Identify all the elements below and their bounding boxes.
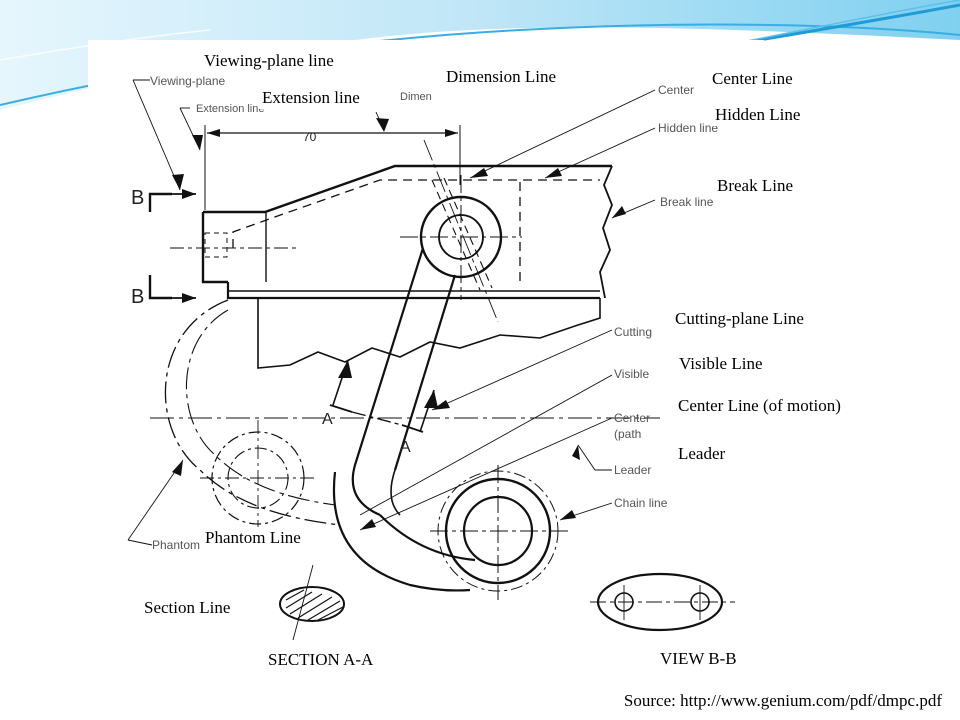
label-center-line: Center Line: [708, 68, 797, 90]
label-dimension-line: Dimension Line: [442, 66, 561, 88]
source-citation: Source: http://www.genium.com/pdf/dmpc.p…: [617, 690, 948, 712]
view-letter-bottom: B: [131, 286, 144, 308]
orig-cutting-text: Cutting: [614, 325, 652, 339]
orig-leader-text: Leader: [614, 463, 651, 477]
orig-phantom-text: Phantom: [152, 538, 200, 552]
label-hidden-line: Hidden Line: [711, 104, 805, 126]
orig-hidden-text: Hidden line: [658, 121, 718, 135]
label-break-line: Break Line: [713, 175, 797, 197]
body-top-outline: [203, 164, 612, 214]
section-letter-right: A: [400, 439, 411, 456]
break-line-right: [599, 165, 613, 299]
orig-extension-text: Extension line: [196, 103, 265, 115]
drawing-panel: [88, 40, 764, 690]
section-letter-left: A: [322, 411, 333, 428]
label-visible-line: Visible Line: [675, 353, 767, 375]
orig-center-text: Center: [658, 83, 694, 97]
orig-visible-text: Visible: [614, 367, 649, 381]
label-leader: Leader: [674, 443, 730, 465]
hidden-line: [232, 179, 600, 248]
label-section-aa: SECTION A-A: [264, 649, 378, 671]
arm-right-edge: [393, 274, 457, 471]
orig-center-path-text-1: Center: [614, 411, 650, 425]
label-section-line: Section Line: [140, 597, 235, 619]
label-extension-line: Extension line: [258, 87, 364, 109]
label-view-bb: VIEW B-B: [656, 648, 741, 670]
break-line-lower: [257, 298, 601, 369]
orig-center-path-text-2: (path: [614, 427, 641, 441]
dimension-value: 70: [303, 130, 317, 144]
orig-break-text: Break line: [660, 195, 714, 209]
label-phantom-line: Phantom Line: [201, 527, 305, 549]
visible-curve: [332, 471, 471, 592]
label-center-line-motion: Center Line (of motion): [674, 395, 845, 417]
orig-viewing-plane-text: Viewing-plane: [150, 74, 225, 88]
arm-left-edge: [351, 247, 425, 517]
view-letter-top: B: [131, 187, 144, 209]
label-cutting-plane-line: Cutting-plane Line: [671, 308, 808, 330]
label-viewing-plane-line: Viewing-plane line: [200, 50, 338, 72]
section-aa-shape: [279, 586, 345, 622]
orig-chain-text: Chain line: [614, 496, 668, 510]
orig-dimension-text: Dimen: [400, 91, 432, 103]
phantom-arc: [164, 299, 341, 526]
